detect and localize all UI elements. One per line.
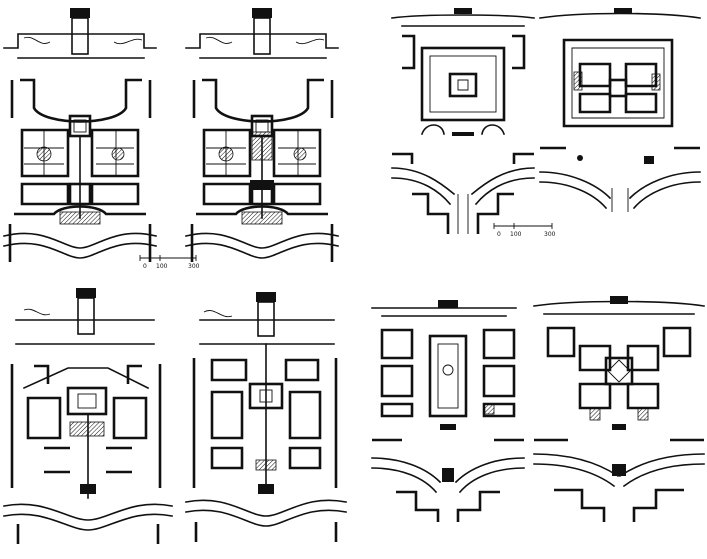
scale-bar-left: 0 100 300	[139, 255, 200, 270]
scale-tick-0-right: 0	[497, 231, 501, 238]
scale-tick-100-right: 100	[510, 231, 522, 238]
scale-tick-300: 300	[188, 263, 200, 270]
plan-bottom-left-a	[3, 288, 173, 544]
scale-tick-100: 100	[156, 263, 168, 270]
scale-tick-300-right: 300	[544, 231, 556, 238]
plan-bottom-right-b	[533, 296, 705, 522]
scale-tick-0: 0	[143, 263, 147, 270]
plan-bottom-left-b	[185, 292, 347, 542]
scale-bar-right: 0 100 300	[493, 223, 556, 238]
plan-top-left-b	[184, 6, 340, 264]
plan-top-right-b	[539, 8, 701, 212]
plan-bottom-right-a	[371, 300, 525, 522]
plan-top-right-a	[390, 6, 536, 236]
plan-top-left-a	[2, 6, 158, 264]
